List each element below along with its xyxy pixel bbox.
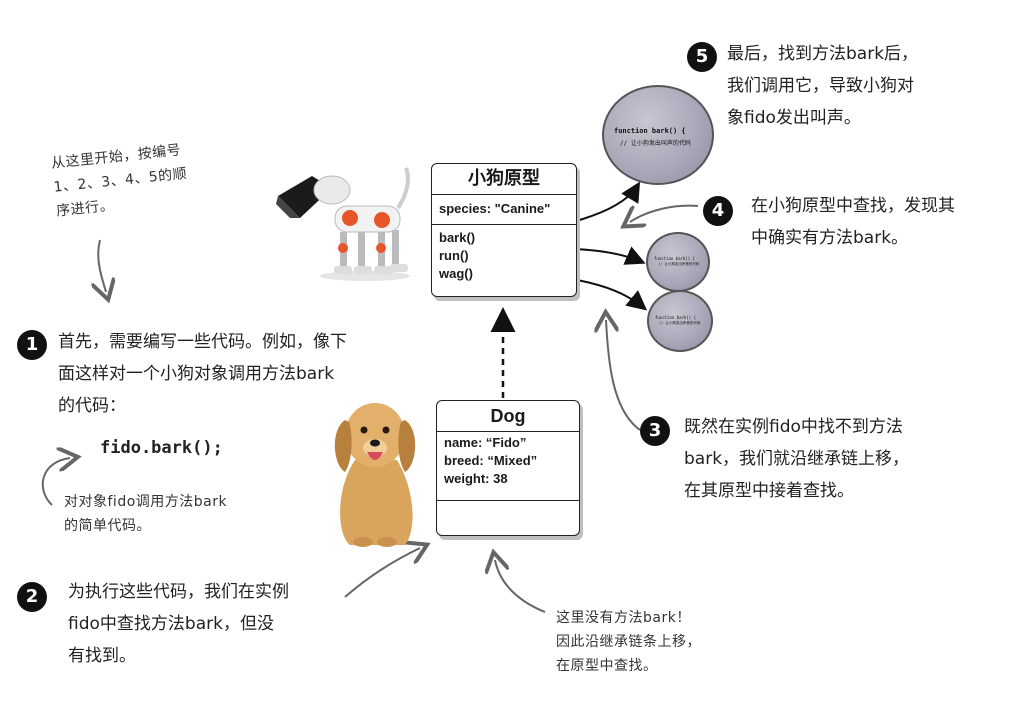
prototype-title: 小狗原型	[432, 164, 576, 195]
dog-prop-breed: breed: “Mixed”	[444, 453, 538, 468]
step-3-line: 在其原型中接着查找。	[684, 481, 854, 501]
code-line: fido.bark();	[100, 438, 223, 458]
step-1-line: 首先，需要编写一些代码。例如，像下	[58, 332, 347, 352]
step4-arrow	[630, 204, 699, 222]
step-1-line: 的代码：	[58, 396, 126, 416]
step-3-line: bark，我们就沿继承链上移，	[684, 449, 910, 469]
prototype-species: species: "Canine"	[439, 201, 551, 216]
step-3-line: 既然在实例fido中找不到方法	[684, 417, 903, 437]
bubble-wag-line1: function bark() {	[655, 315, 696, 320]
step-1-line: 面这样对一个小狗对象调用方法bark	[58, 364, 335, 384]
robot-dog-image	[276, 167, 410, 281]
bubble-large-line1: function bark() {	[614, 127, 686, 135]
dog-prop-name: name: “Fido”	[444, 435, 527, 450]
step3-arrow	[606, 320, 641, 431]
bubble-run-line2: // 让小狗发出声音的代码	[658, 262, 700, 266]
intro-note: 从这里开始，按编号 1、2、3、4、5的顺 序进行。	[50, 138, 191, 224]
step-3-text: 既然在实例fido中找不到方法 bark，我们就沿继承链上移， 在其原型中接着查…	[684, 411, 909, 507]
step-5-line: 最后，找到方法bark后，	[727, 44, 919, 64]
bottom-note-arrow	[495, 560, 546, 613]
dog-instance-box: Dog name: “Fido” breed: “Mixed” weight: …	[436, 400, 580, 536]
dog-box-title: Dog	[437, 401, 579, 432]
bottom-note-line: 这里没有方法bark！	[556, 610, 691, 626]
step-1-badge: 1	[17, 330, 47, 360]
bottom-note: 这里没有方法bark！ 因此沿继承链条上移， 在原型中查找。	[556, 606, 701, 678]
intro-arrow	[98, 239, 106, 292]
method-run: run()	[439, 248, 469, 263]
step-5-text: 最后，找到方法bark后， 我们调用它，导致小狗对 象fido发出叫声。	[727, 38, 918, 134]
golden-retriever-image	[334, 403, 416, 547]
step-2-badge: 2	[17, 582, 47, 612]
step-2-line: 为执行这些代码，我们在实例	[68, 582, 289, 602]
prototype-box: 小狗原型 species: "Canine" bark() run() wag(…	[431, 163, 577, 297]
step-4-badge: 4	[703, 196, 733, 226]
function-bubble-run: function bark() { // 让小狗发出声音的代码	[646, 232, 710, 292]
step-1-text: 首先，需要编写一些代码。例如，像下 面这样对一个小狗对象调用方法bark 的代码…	[58, 326, 347, 422]
bubble-wag-line2: // 让小狗发出声音的代码	[659, 321, 701, 325]
step-5-line: 象fido发出叫声。	[727, 108, 861, 128]
bottom-note-line: 因此沿继承链条上移，	[556, 634, 701, 650]
step-4-line: 中确实有方法bark。	[751, 228, 909, 248]
step-2-text: 为执行这些代码，我们在实例 fido中查找方法bark，但没 有找到。	[68, 576, 289, 672]
code-note: 对对象fido调用方法bark 的简单代码。	[64, 490, 227, 538]
code-note-arrow	[41, 458, 70, 506]
code-note-line: 对对象fido调用方法bark	[64, 494, 228, 510]
step-4-text: 在小狗原型中查找，发现其 中确实有方法bark。	[751, 190, 955, 254]
code-note-line: 的简单代码。	[64, 518, 151, 534]
dog-prop-weight: weight: 38	[444, 471, 508, 486]
method-bark: bark()	[439, 230, 476, 245]
step-2-line: fido中查找方法bark，但没	[68, 614, 274, 634]
bubble-run-line1: function bark() {	[654, 256, 695, 261]
step-3-badge: 3	[640, 416, 670, 446]
step-4-line: 在小狗原型中查找，发现其	[751, 196, 955, 216]
step-2-line: 有找到。	[68, 646, 136, 666]
step-5-line: 我们调用它，导致小狗对	[727, 76, 914, 96]
method-wag: wag()	[439, 266, 473, 281]
bark-function-bubble-large: function bark() { // 让小狗发出叫声的代码	[602, 85, 714, 185]
bubble-large-line2: // 让小狗发出叫声的代码	[620, 140, 691, 147]
step2-arrow	[344, 548, 420, 598]
step-5-badge: 5	[687, 42, 717, 72]
bottom-note-line: 在原型中查找。	[556, 658, 658, 674]
function-bubble-wag: function bark() { // 让小狗发出声音的代码	[647, 290, 713, 352]
